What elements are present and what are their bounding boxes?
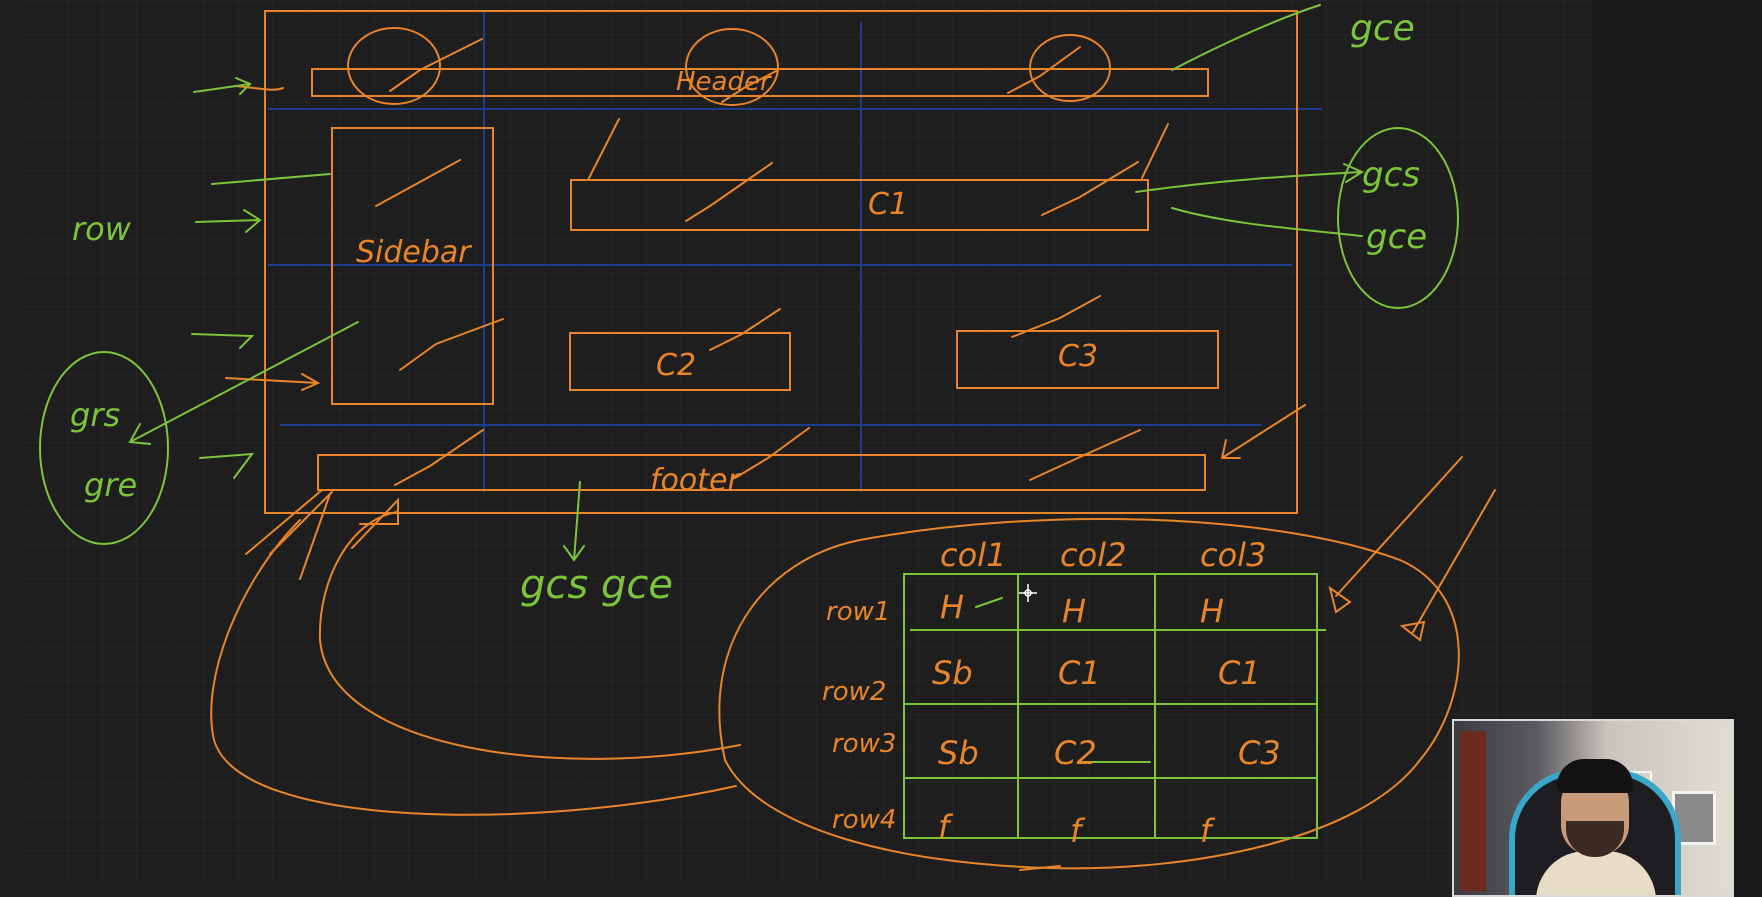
right-oval-gcs: gcs: [1362, 155, 1420, 195]
c2-label: C2: [656, 348, 696, 383]
annotation-labels: gce gcs gce grs gre row gcs gce: [70, 8, 1427, 608]
header-circle-2: [685, 28, 779, 106]
cell-r3-c2: C2: [1054, 734, 1097, 772]
row-header-4: row4: [832, 805, 896, 835]
row-arrow-1: [193, 77, 252, 95]
row-arrow-2: [211, 173, 331, 185]
cell-r3-c3: C3: [1238, 734, 1281, 772]
cell-r1-c3: H: [1200, 592, 1224, 630]
table-border: [903, 573, 1318, 839]
footer-check-2: [734, 427, 810, 479]
footer-box: [317, 454, 1206, 491]
table-cell-scribble: [975, 597, 1003, 608]
footer-check-1: [394, 429, 484, 486]
arrow-to-footer: [1221, 404, 1306, 459]
row-header-3: row3: [832, 729, 896, 759]
below-footer-note: gcs gce: [520, 562, 673, 608]
row-note: row: [72, 210, 132, 248]
left-oval: [39, 351, 169, 545]
oval-around-table: [718, 517, 1460, 870]
grid-lines-group: [268, 12, 1322, 492]
c3-check: [1011, 295, 1101, 338]
row-arrow-3: [195, 209, 262, 233]
c2-check: [709, 308, 781, 351]
header-arrow-in: [234, 85, 284, 91]
sidebar-check-1: [375, 159, 461, 207]
right-oval-gce: gce: [1366, 217, 1427, 257]
col-header-3: col3: [1200, 536, 1266, 574]
cell-r2-c3: C1: [1218, 654, 1261, 692]
cell-r2-c1: Sb: [932, 654, 973, 692]
right-oval: [1337, 127, 1459, 309]
c1-check-2: [1041, 161, 1139, 216]
sidebar-label: Sidebar: [356, 235, 472, 270]
top-right-gce: gce: [1350, 8, 1415, 49]
c1-check-3: [587, 118, 620, 181]
row-arrow-4: [191, 333, 255, 349]
footer-label: footer: [650, 463, 741, 498]
left-oval-gre: gre: [84, 466, 137, 504]
move-cursor-icon: [1019, 584, 1037, 602]
c1-label: C1: [868, 187, 908, 222]
col-header-1: col1: [940, 536, 1006, 574]
row-header-2: row2: [822, 677, 886, 707]
arrow-to-table-2: [1399, 489, 1496, 642]
line-c1-to-gce: [1171, 207, 1363, 237]
row-arrow-5: [199, 452, 255, 479]
c2-box: [569, 332, 791, 391]
c3-label: C3: [1058, 339, 1098, 374]
footer-check-3: [1029, 429, 1141, 481]
big-loop-outer: [210, 519, 737, 816]
arrow-c1-to-right-oval: [1135, 163, 1365, 193]
webcam-person-hair: [1557, 759, 1633, 793]
col-header-2: col2: [1060, 536, 1126, 574]
cell-r3-c1: Sb: [938, 734, 979, 772]
bottom-scribble: [1019, 865, 1061, 871]
header-label: Header: [676, 67, 773, 97]
c1-box: [570, 179, 1149, 231]
grid-table: col1 col2 col3 row1 row2 row3 row4 H H H…: [822, 536, 1326, 850]
annotation-strokes: [39, 4, 1459, 763]
arrow-to-table-1: [1328, 456, 1463, 614]
header-circle-3: [1029, 34, 1111, 102]
arrow-sidebar-to-left-oval: [128, 321, 359, 445]
left-arrow-hatch: [245, 489, 399, 580]
cell-r2-c2: C1: [1058, 654, 1101, 692]
outer-container: [264, 10, 1298, 514]
big-loop-inner: [318, 511, 741, 760]
header-check-2: [721, 69, 779, 103]
row-header-1: row1: [826, 597, 890, 627]
cell-r1-c1: H: [940, 588, 964, 626]
webcam-lamp: [1460, 731, 1486, 891]
cell-r1-c2: H: [1062, 592, 1086, 630]
footer-down-arrow: [563, 481, 585, 562]
sidebar-check-2: [399, 318, 504, 371]
header-check-1: [389, 38, 483, 92]
gce-top-line: [1171, 4, 1321, 71]
left-oval-grs: grs: [70, 396, 120, 434]
header-check-3: [1007, 46, 1081, 94]
board-grid: [20, 0, 1592, 883]
c1-check-4: [1141, 123, 1169, 179]
sketch-labels: Header Sidebar C1 C2 C3 footer: [356, 67, 1098, 498]
header-circle-1: [347, 27, 441, 105]
c1-check-1: [685, 162, 773, 222]
c3-box: [956, 330, 1219, 389]
sidebar-box: [331, 127, 494, 405]
presenter-webcam: [1452, 719, 1734, 897]
layout-sketch: [210, 10, 1496, 871]
sidebar-arrow: [225, 373, 321, 391]
